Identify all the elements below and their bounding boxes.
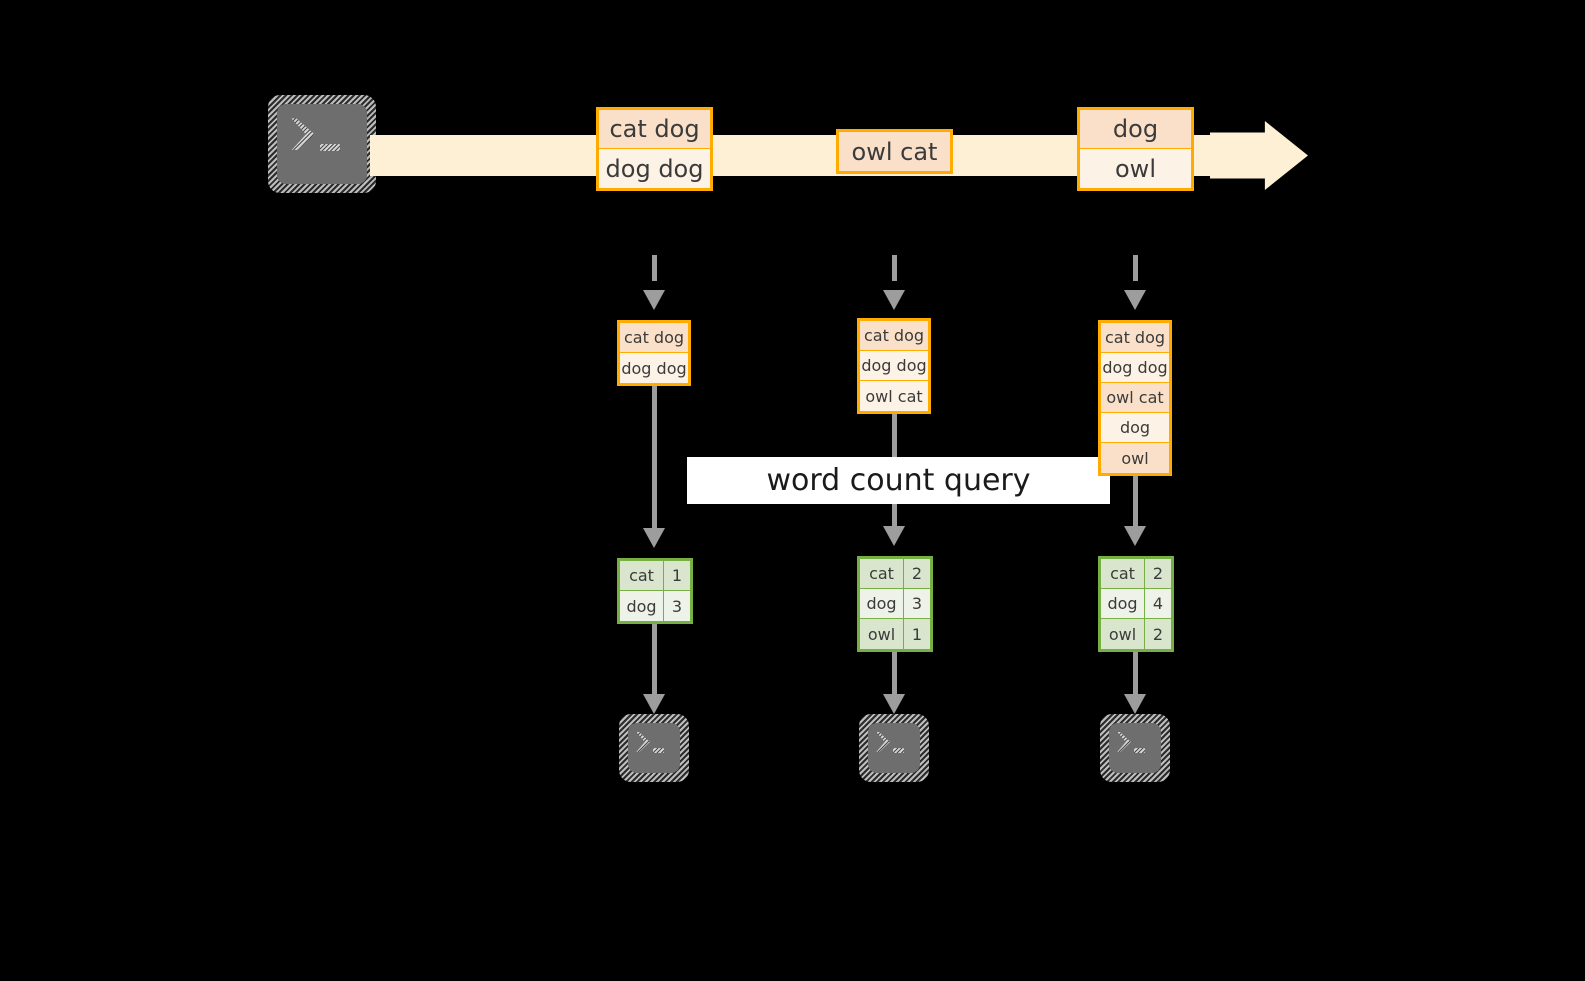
terminal-screen — [1109, 723, 1161, 773]
terminal-screen — [277, 104, 367, 184]
result-1-word-1: cat — [620, 561, 664, 590]
result-2-count-1: 2 — [911, 564, 923, 583]
accumulated-input-1[interactable]: cat dog dog dog — [617, 320, 691, 386]
result-1-count-2: 3 — [671, 596, 683, 616]
table-row: dog 3 — [620, 591, 690, 621]
prompt-underscore-icon — [652, 748, 665, 753]
table-row: cat 1 — [620, 561, 690, 591]
prompt-chevron-icon — [876, 732, 890, 752]
table-row: dog 4 — [1101, 589, 1171, 619]
query-pipe-line-3 — [1133, 474, 1138, 530]
trigger-arrow-head-2 — [883, 290, 905, 310]
sink-arrow-head-3 — [1124, 694, 1146, 714]
sink-arrow-line-3 — [1133, 650, 1138, 698]
accumulated-input-1-line-1: cat dog — [620, 323, 688, 353]
result-table-1[interactable]: cat 1 dog 3 — [617, 558, 693, 624]
query-pipe-head-1 — [643, 528, 665, 548]
table-row: owl 1 — [860, 619, 930, 649]
accumulated-input-2-line-2: dog dog — [860, 351, 928, 381]
stream-batch-2[interactable]: owl cat — [836, 129, 953, 174]
prompt-chevron-icon — [636, 732, 650, 752]
accumulated-input-3-line-1: cat dog — [1101, 323, 1169, 353]
stream-batch-3-line-1: dog — [1080, 110, 1191, 149]
accumulated-input-3-line-2: dog dog — [1101, 353, 1169, 383]
result-3-word-2: dog — [1101, 589, 1145, 618]
sink-terminal-icon-1 — [619, 714, 689, 782]
stream-batch-3-line-2: owl — [1080, 149, 1191, 188]
query-label: word count query — [687, 457, 1110, 504]
table-row: dog 3 — [860, 589, 930, 619]
sink-terminal-icon-2 — [859, 714, 929, 782]
result-2-count-2: 3 — [911, 594, 923, 613]
prompt-underscore-icon — [320, 144, 340, 152]
accumulated-input-2-line-1: cat dog — [860, 321, 928, 351]
stream-batch-1-line-2: dog dog — [599, 149, 710, 188]
table-row: cat 2 — [1101, 559, 1171, 589]
query-pipe-head-3 — [1124, 526, 1146, 546]
result-3-word-1: cat — [1101, 559, 1145, 588]
prompt-underscore-icon — [892, 748, 905, 753]
accumulated-input-3-line-4: dog — [1101, 413, 1169, 443]
sink-arrow-line-1 — [652, 620, 657, 698]
result-1-word-2: dog — [620, 591, 664, 621]
trigger-arrow-line-1 — [652, 255, 657, 295]
prompt-underscore-icon — [1133, 748, 1146, 753]
accumulated-input-2-line-3: owl cat — [860, 381, 928, 411]
stream-batch-2-line-1: owl cat — [839, 132, 950, 171]
stream-batch-1[interactable]: cat dog dog dog — [596, 107, 713, 191]
sink-terminal-icon-3 — [1100, 714, 1170, 782]
accumulated-input-3-line-3: owl cat — [1101, 383, 1169, 413]
accumulated-input-3[interactable]: cat dog dog dog owl cat dog owl — [1098, 320, 1172, 476]
table-row: owl 2 — [1101, 619, 1171, 649]
terminal-screen — [868, 723, 920, 773]
result-2-count-3: 1 — [911, 624, 923, 644]
source-terminal-icon — [268, 95, 376, 193]
sink-arrow-line-2 — [892, 650, 897, 698]
result-2-word-3: owl — [860, 619, 904, 649]
accumulated-input-3-line-5: owl — [1101, 443, 1169, 473]
result-3-count-2: 4 — [1152, 594, 1164, 613]
trigger-arrow-line-2 — [892, 255, 897, 295]
prompt-chevron-icon — [1117, 732, 1131, 752]
trigger-arrow-head-1 — [643, 290, 665, 310]
trigger-arrow-head-3 — [1124, 290, 1146, 310]
input-stream-arrowhead — [1210, 121, 1308, 190]
result-3-count-1: 2 — [1152, 564, 1164, 583]
result-3-count-3: 2 — [1152, 624, 1164, 644]
sink-arrow-head-1 — [643, 694, 665, 714]
query-pipe-head-2 — [883, 526, 905, 546]
result-table-2[interactable]: cat 2 dog 3 owl 1 — [857, 556, 933, 652]
sink-arrow-head-2 — [883, 694, 905, 714]
result-3-word-3: owl — [1101, 619, 1145, 649]
result-2-word-1: cat — [860, 559, 904, 588]
terminal-screen — [628, 723, 680, 773]
prompt-chevron-icon — [291, 118, 315, 151]
result-table-3[interactable]: cat 2 dog 4 owl 2 — [1098, 556, 1174, 652]
result-1-count-1: 1 — [671, 566, 683, 585]
accumulated-input-1-line-2: dog dog — [620, 353, 688, 383]
result-2-word-2: dog — [860, 589, 904, 618]
table-row: cat 2 — [860, 559, 930, 589]
stream-batch-1-line-1: cat dog — [599, 110, 710, 149]
accumulated-input-2[interactable]: cat dog dog dog owl cat — [857, 318, 931, 414]
stream-batch-3[interactable]: dog owl — [1077, 107, 1194, 191]
query-pipe-line-1 — [652, 386, 657, 532]
trigger-arrow-line-3 — [1133, 255, 1138, 295]
